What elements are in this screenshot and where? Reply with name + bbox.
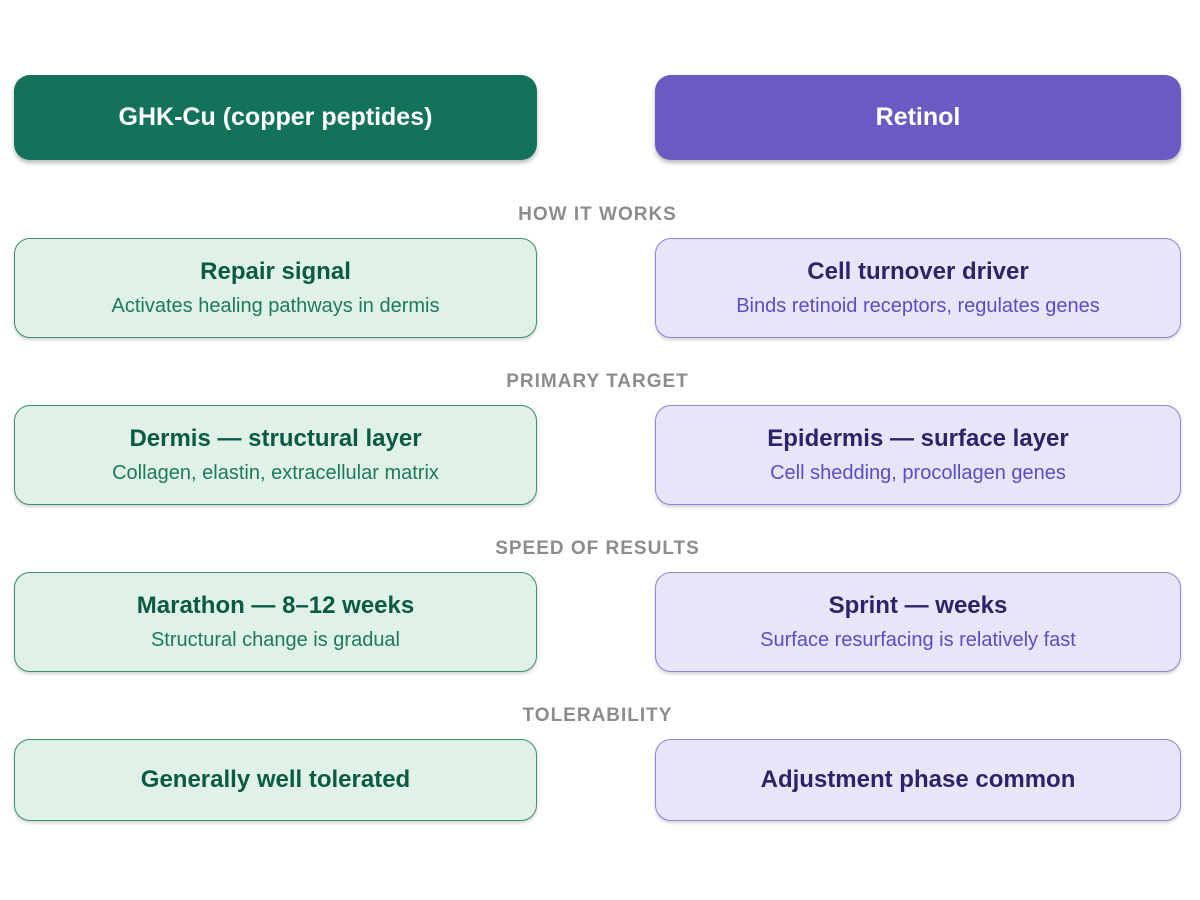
section-label: HOW IT WORKS	[518, 204, 677, 225]
card-subtitle: Activates healing pathways in dermis	[111, 294, 440, 317]
comparison-card: Adjustment phase common	[655, 739, 1181, 821]
comparison-card: Dermis — structural layer Collagen, elas…	[14, 405, 537, 505]
card-subtitle: Surface resurfacing is relatively fast	[760, 628, 1076, 651]
section-tolerability: TOLERABILITY Generally well tolerated Ad…	[14, 706, 1181, 821]
card-title: Dermis — structural layer	[129, 425, 422, 453]
column-header-ghk-cu: GHK-Cu (copper peptides)	[14, 75, 537, 160]
comparison-card: Marathon — 8–12 weeks Structural change …	[14, 572, 537, 672]
card-title: Marathon — 8–12 weeks	[136, 592, 415, 620]
section-how-it-works: HOW IT WORKS Repair signal Activates hea…	[14, 205, 1181, 338]
card-subtitle: Collagen, elastin, extracellular matrix	[112, 461, 439, 484]
comparison-card: Cell turnover driver Binds retinoid rece…	[655, 238, 1181, 338]
card-title: Generally well tolerated	[140, 765, 411, 793]
column-header-retinol: Retinol	[655, 75, 1181, 160]
card-title: Sprint — weeks	[828, 592, 1008, 620]
card-title: Adjustment phase common	[760, 765, 1076, 793]
section-primary-target: PRIMARY TARGET Dermis — structural layer…	[14, 372, 1181, 505]
card-subtitle: Structural change is gradual	[150, 628, 401, 651]
column-headers: GHK-Cu (copper peptides) Retinol	[14, 75, 1181, 160]
comparison-card: Epidermis — surface layer Cell shedding,…	[655, 405, 1181, 505]
comparison-card: Generally well tolerated	[14, 739, 537, 821]
section-speed-of-results: SPEED OF RESULTS Marathon — 8–12 weeks S…	[14, 539, 1181, 672]
section-label: PRIMARY TARGET	[506, 371, 689, 392]
comparison-card: Sprint — weeks Surface resurfacing is re…	[655, 572, 1181, 672]
comparison-card: Repair signal Activates healing pathways…	[14, 238, 537, 338]
card-subtitle: Cell shedding, procollagen genes	[770, 461, 1066, 484]
card-title: Repair signal	[200, 258, 351, 286]
card-title: Cell turnover driver	[807, 258, 1029, 286]
section-label: SPEED OF RESULTS	[495, 538, 700, 559]
card-subtitle: Binds retinoid receptors, regulates gene…	[736, 294, 1100, 317]
section-label: TOLERABILITY	[522, 705, 673, 726]
card-title: Epidermis — surface layer	[767, 425, 1069, 453]
